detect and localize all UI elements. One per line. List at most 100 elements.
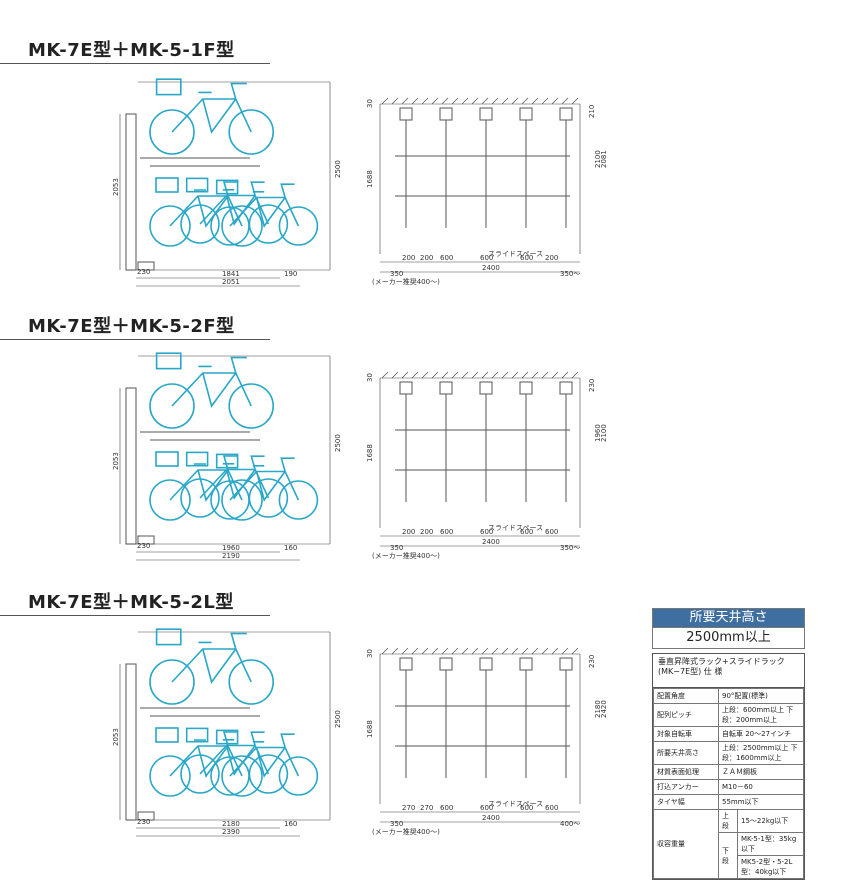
front-seg-dim: 600 <box>520 254 533 262</box>
side-width-d: 190 <box>284 270 297 278</box>
front-height-r3: 2081 <box>600 150 608 168</box>
section-title-3: MK-7E型＋MK-5-2L型 <box>28 592 234 613</box>
title-rule-3 <box>0 615 270 616</box>
hatch-mark <box>471 371 479 379</box>
slide-space-label: スライドスペース <box>488 524 543 532</box>
bike-basket <box>155 352 182 370</box>
spec-key: 材質表面処理 <box>653 764 719 780</box>
hatch-mark <box>391 647 399 655</box>
hatch-mark <box>481 647 489 655</box>
hatch-mark <box>461 647 469 655</box>
hatch-mark <box>451 97 459 105</box>
hatch-mark <box>431 647 439 655</box>
rack-head <box>519 381 533 395</box>
side-height-total: 2500 <box>334 160 342 178</box>
side-width-a: 230 <box>137 818 150 826</box>
bike-wheel <box>221 205 263 247</box>
side-width-a: 230 <box>137 268 150 276</box>
bike-basket <box>185 177 209 193</box>
ceiling-height-value: 2500mm以上 <box>653 627 804 648</box>
hatch-mark <box>491 371 499 379</box>
hatch-mark <box>451 371 459 379</box>
front-height-r1: 230 <box>588 379 596 392</box>
title-rule-1 <box>0 63 270 64</box>
front-height-1688: 1688 <box>366 720 374 738</box>
bike-frame <box>171 356 252 408</box>
hatch-mark <box>521 371 529 379</box>
rack-head <box>439 657 453 671</box>
hatch-mark <box>531 371 539 379</box>
ceiling-height-box: 所要天井高さ 2500mm以上 <box>652 608 805 649</box>
spec-value: 上段：600mm以上 下段：200mm以上 <box>718 703 804 727</box>
hatch-mark <box>471 647 479 655</box>
rack-head <box>519 657 533 671</box>
base-block <box>137 261 155 271</box>
hatch-mark <box>541 647 549 655</box>
front-note: (メーカー推奨400〜) <box>372 827 440 836</box>
bike-wheel <box>149 109 195 155</box>
hatch-mark <box>571 97 579 105</box>
hatch-mark <box>511 647 519 655</box>
section-title-1: MK-7E型＋MK-5-1F型 <box>28 40 235 61</box>
hatch-mark <box>501 647 509 655</box>
front-seg-dim: 600 <box>480 528 493 536</box>
bike-basket <box>215 729 239 745</box>
bike-basket <box>155 78 182 96</box>
hatch-mark <box>411 371 419 379</box>
front-seg-dim: 200 <box>420 528 433 536</box>
front-height-r2: 1960 <box>594 424 602 442</box>
bike-wheel <box>180 204 220 244</box>
front-seg-dim: 200 <box>420 254 433 262</box>
rack-post <box>125 113 137 271</box>
side-width-d: 160 <box>284 820 297 828</box>
front-seg-dim: 600 <box>545 528 558 536</box>
hatch-mark <box>421 647 429 655</box>
side-width-b: 1960 <box>222 544 240 552</box>
hatch-mark <box>401 371 409 379</box>
side-height-rack: 2053 <box>112 728 120 746</box>
front-height-1688: 1688 <box>366 444 374 462</box>
bike-wheel <box>210 206 250 246</box>
spec-key: 配列ピッチ <box>653 703 719 727</box>
side-width-c: 2390 <box>222 828 240 836</box>
side-height-rack: 2053 <box>112 452 120 470</box>
rack-head <box>479 107 493 121</box>
bike-wheel <box>149 383 195 429</box>
front-height-r3: 2420 <box>600 700 608 718</box>
rack-head <box>399 381 413 395</box>
hatch-mark <box>551 647 559 655</box>
bike-basket <box>185 727 209 743</box>
spec-key: 打込アンカー <box>653 779 719 795</box>
bike-frame <box>199 181 270 226</box>
bike-wheel <box>228 383 274 429</box>
hatch-mark <box>501 97 509 105</box>
front-seg-dim: 600 <box>520 528 533 536</box>
hatch-mark <box>401 97 409 105</box>
rack-head <box>559 381 573 395</box>
hatch-mark <box>381 371 389 379</box>
spec-subkey: 下段 <box>718 832 738 879</box>
bike-frame <box>169 455 243 502</box>
rack-head <box>519 107 533 121</box>
slide-space-label: スライドスペース <box>488 800 543 808</box>
rack-head <box>399 657 413 671</box>
spec-key: 対象自転車 <box>653 726 719 742</box>
spec-value: ＺＡＭ鋼板 <box>718 764 804 780</box>
slide-space-label: スライドスペース <box>488 250 543 258</box>
front-width-mid: 2400 <box>482 814 500 822</box>
front-seg-dim: 600 <box>440 804 453 812</box>
hatch-mark <box>491 647 499 655</box>
base-block <box>137 811 155 821</box>
hatch-mark <box>501 371 509 379</box>
front-height-1688: 1688 <box>366 170 374 188</box>
bike-frame <box>199 455 270 500</box>
hatch-mark <box>551 97 559 105</box>
